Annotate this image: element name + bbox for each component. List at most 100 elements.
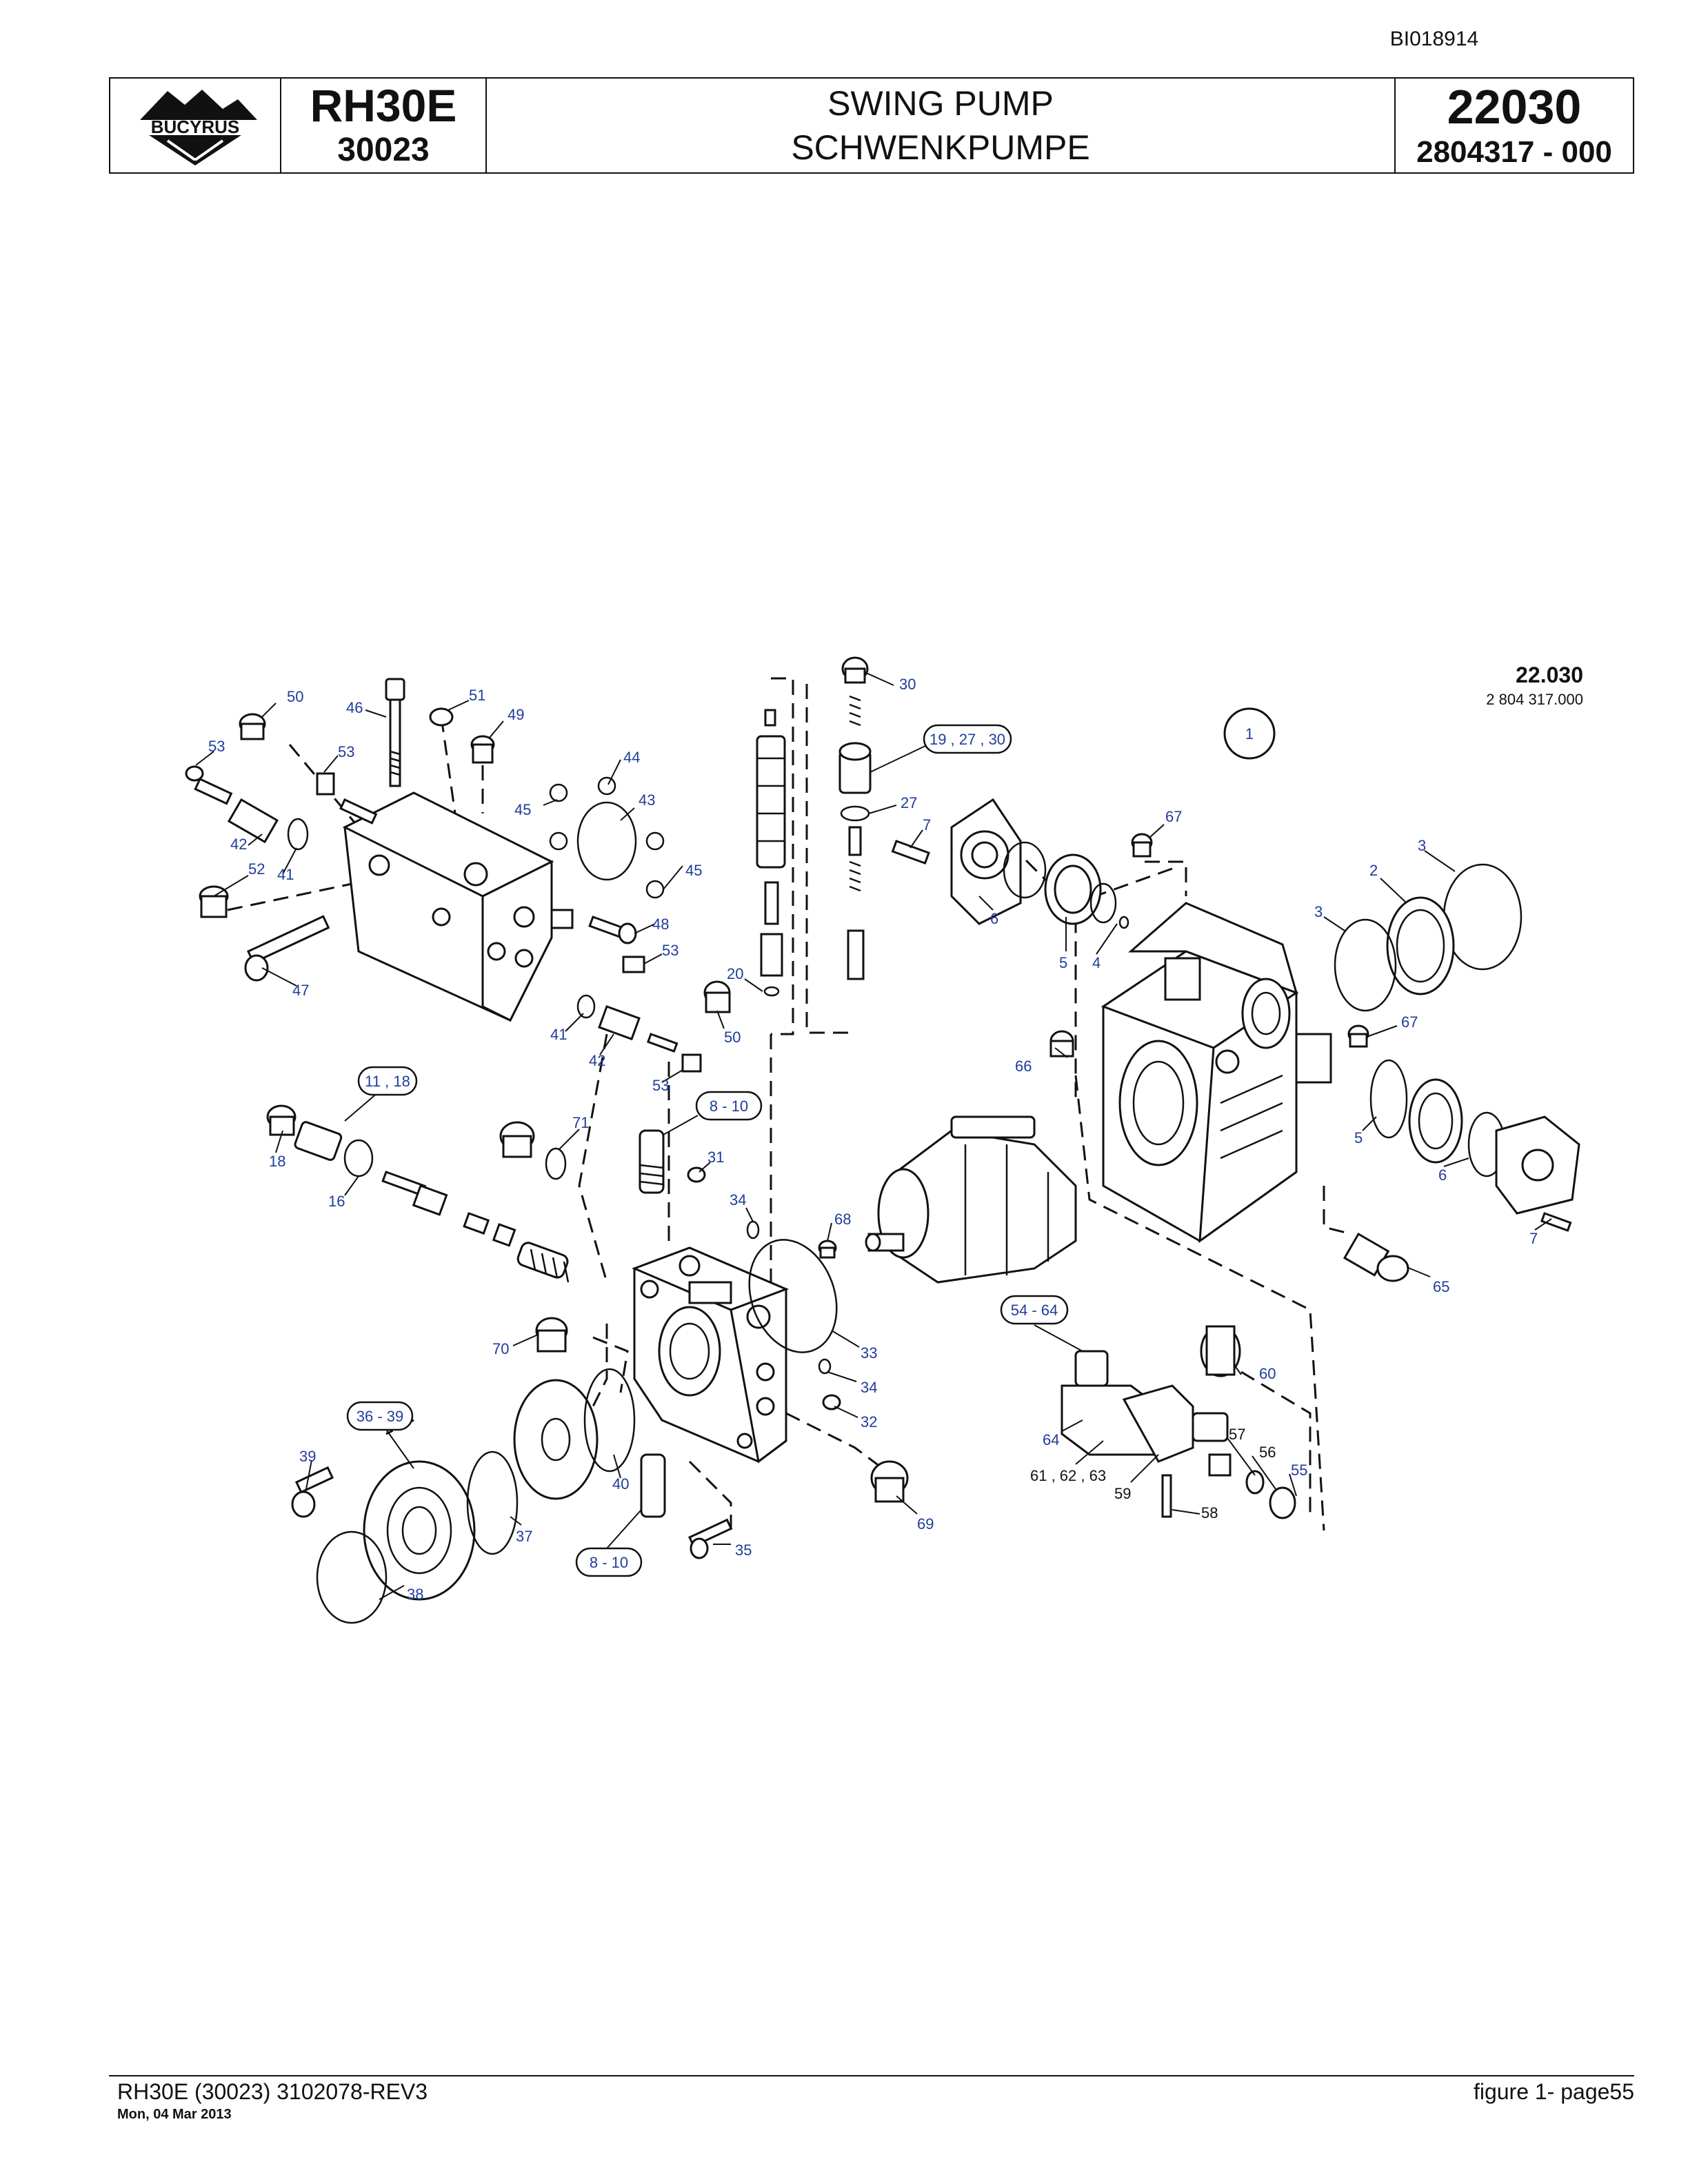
svg-text:34: 34 <box>730 1191 746 1209</box>
group-number: 22030 <box>1447 80 1582 134</box>
svg-text:45: 45 <box>685 862 702 879</box>
svg-text:64: 64 <box>1043 1431 1059 1448</box>
logo-wordmark: BUCYRUS <box>151 117 240 137</box>
callout-group-19-27-30: 19 , 27 , 30 <box>923 724 1012 754</box>
rings-2-3 <box>1334 863 1523 1048</box>
svg-text:42: 42 <box>589 1052 605 1069</box>
svg-text:46: 46 <box>346 699 363 716</box>
svg-text:5: 5 <box>1059 954 1067 971</box>
svg-text:53: 53 <box>338 743 354 760</box>
svg-text:70: 70 <box>492 1340 509 1357</box>
svg-text:31: 31 <box>707 1149 724 1166</box>
svg-text:32: 32 <box>861 1413 877 1430</box>
pump-housing-part <box>1101 902 1332 1244</box>
svg-text:39: 39 <box>299 1448 316 1465</box>
svg-text:3: 3 <box>1418 837 1426 854</box>
brand-cell: BUCYRUS <box>110 79 281 172</box>
svg-text:50: 50 <box>724 1029 741 1046</box>
svg-text:41: 41 <box>550 1026 567 1043</box>
svg-text:30: 30 <box>899 676 916 693</box>
svg-text:41: 41 <box>277 866 294 883</box>
svg-text:50: 50 <box>287 688 303 705</box>
item-callouts: 50 46 51 49 53 53 44 43 45 45 42 41 52 4… <box>208 676 1538 1603</box>
svg-text:43: 43 <box>639 791 655 809</box>
o-rings-43-45 <box>549 776 665 899</box>
bolt-46-part <box>385 678 405 787</box>
port-block-part <box>631 1246 790 1464</box>
svg-text:55: 55 <box>1291 1462 1307 1479</box>
svg-text:53: 53 <box>652 1077 669 1094</box>
svg-text:66: 66 <box>1015 1058 1032 1075</box>
footer-date: Mon, 04 Mar 2013 <box>117 2107 232 2122</box>
svg-text:16: 16 <box>328 1193 345 1210</box>
footer-page-ref: figure 1- page55 <box>1473 2079 1634 2104</box>
leader-lines <box>195 672 1552 1600</box>
svg-text:51: 51 <box>469 687 485 704</box>
svg-text:7: 7 <box>923 816 931 833</box>
pump-cover-part <box>891 798 1153 929</box>
svg-text:71: 71 <box>572 1114 589 1131</box>
svg-text:59: 59 <box>1114 1485 1131 1502</box>
plug-65-part <box>1343 1232 1409 1282</box>
svg-text:65: 65 <box>1433 1278 1449 1295</box>
valve-stack-part <box>756 656 872 997</box>
fittings-48-53 <box>576 916 731 1073</box>
svg-text:5: 5 <box>1354 1129 1363 1146</box>
flange-36-39-part <box>291 1368 636 1624</box>
svg-text:68: 68 <box>834 1211 851 1228</box>
pump-rotating-group-part <box>865 1115 1077 1284</box>
plug-71-part <box>499 1121 567 1180</box>
svg-text:53: 53 <box>662 942 679 959</box>
svg-text:37: 37 <box>516 1528 532 1545</box>
svg-text:6: 6 <box>1438 1166 1447 1184</box>
bucyrus-logo: BUCYRUS <box>119 84 271 167</box>
svg-text:69: 69 <box>917 1515 934 1533</box>
number-cell: 22030 2804317 - 000 <box>1396 79 1633 172</box>
svg-text:4: 4 <box>1092 954 1101 971</box>
part-number: 2804317 - 000 <box>1416 135 1612 169</box>
title-cell: SWING PUMP SCHWENKPUMPE <box>487 79 1396 172</box>
title-english: SWING PUMP <box>827 84 1054 123</box>
svg-text:40: 40 <box>612 1475 629 1493</box>
svg-text:18: 18 <box>269 1153 285 1170</box>
svg-text:2: 2 <box>1369 862 1378 879</box>
svg-text:8 - 10: 8 - 10 <box>590 1554 628 1571</box>
svg-text:19 , 27 , 30: 19 , 27 , 30 <box>930 731 1005 748</box>
svg-text:67: 67 <box>1401 1013 1418 1031</box>
title-block: BUCYRUS RH30E 30023 SWING PUMP SCHWENKPU… <box>109 77 1634 174</box>
svg-text:36 - 39: 36 - 39 <box>356 1408 404 1425</box>
svg-text:60: 60 <box>1259 1365 1276 1382</box>
svg-text:34: 34 <box>861 1379 877 1396</box>
svg-text:33: 33 <box>861 1344 877 1362</box>
svg-text:38: 38 <box>407 1586 423 1603</box>
svg-text:48: 48 <box>652 916 669 933</box>
o-ring-33 <box>748 1239 841 1410</box>
svg-text:47: 47 <box>292 982 309 999</box>
footer-rule <box>109 2075 1634 2076</box>
callout-group-36-39: 36 - 39 <box>346 1401 414 1431</box>
svg-text:20: 20 <box>727 965 743 982</box>
callout-group-8-10-bottom: 8 - 10 <box>575 1547 643 1577</box>
svg-text:8 - 10: 8 - 10 <box>710 1098 748 1115</box>
item-1-marker: 1 <box>1223 707 1276 760</box>
footer-document-ref: RH30E (30023) 3102078-REV3 <box>117 2079 428 2104</box>
plug-66-part <box>1049 1030 1074 1058</box>
reference-subtitle: 2 804 317.000 <box>1486 691 1583 708</box>
fittings-bottom <box>640 1453 909 1559</box>
model-name: RH30E <box>310 80 457 131</box>
plug-70-part <box>535 1317 568 1353</box>
svg-text:7: 7 <box>1529 1230 1538 1247</box>
plug-68-part <box>818 1240 837 1259</box>
end-cover-part <box>1369 1059 1580 1232</box>
reference-title: 22.030 <box>1516 663 1583 687</box>
valve-parts-11-18 <box>266 1104 570 1283</box>
model-cell: RH30E 30023 <box>281 79 487 172</box>
svg-text:42: 42 <box>230 836 247 853</box>
svg-text:53: 53 <box>208 738 225 755</box>
fittings-8-10-top <box>639 1129 760 1240</box>
svg-text:35: 35 <box>735 1541 752 1559</box>
valve-block-part <box>342 791 574 1022</box>
svg-text:52: 52 <box>248 860 265 878</box>
svg-text:54 - 64: 54 - 64 <box>1011 1302 1058 1319</box>
